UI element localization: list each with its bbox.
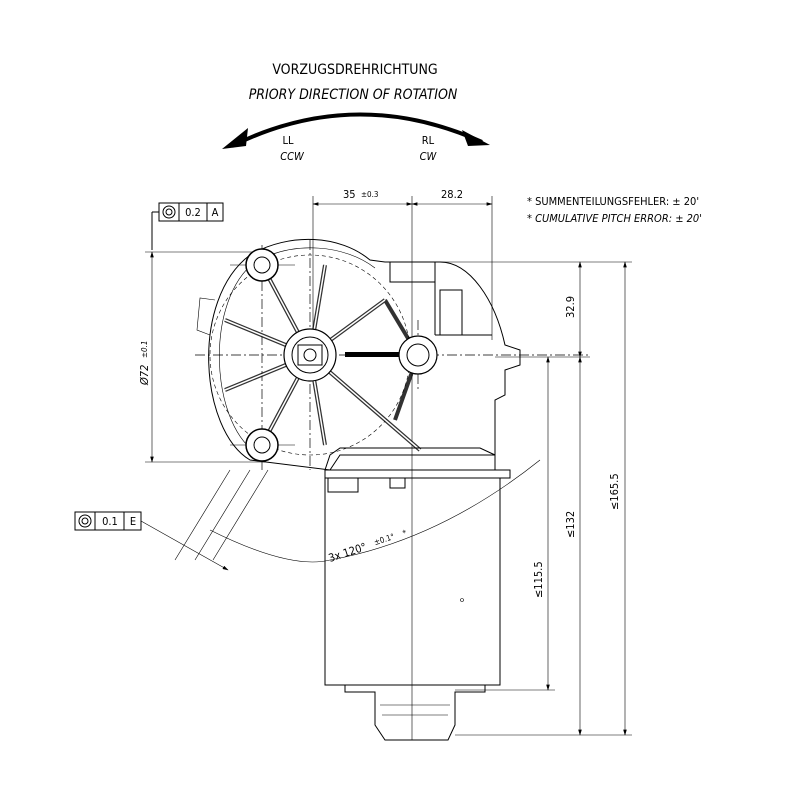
dim-angle: 3x 120° xyxy=(327,540,368,564)
dim-angle-tol: ±0.1° xyxy=(373,532,396,547)
tolerance-value: 0.1 xyxy=(102,515,118,528)
dim-165-5: ≤165.5 xyxy=(608,473,621,510)
rotation-title-de: VORZUGSDREHRICHTUNG xyxy=(272,62,437,78)
concentricity-icon xyxy=(162,205,176,219)
dim-35: 35 xyxy=(343,188,356,201)
cw-label-en: CW xyxy=(420,150,438,163)
dim-d72: Ø72 xyxy=(138,365,151,386)
datum-label: A xyxy=(212,206,219,219)
dim-d72-tol: ±0.1 xyxy=(140,341,149,358)
tolerance-frame-e: 0.1 E xyxy=(74,511,229,571)
cw-label-de: RL xyxy=(422,134,435,147)
ccw-label-de: LL xyxy=(282,134,294,147)
tolerance-value: 0.2 xyxy=(185,206,201,219)
dim-angle-star: * xyxy=(401,528,408,538)
gear-housing xyxy=(196,239,521,493)
motor-body xyxy=(324,477,501,741)
mounting-hole xyxy=(245,428,279,462)
note-de: * SUMMENTEILUNGSFEHLER: ± 20' xyxy=(527,195,699,208)
mounting-hole xyxy=(245,248,279,282)
tolerance-frame-a: 0.2 A xyxy=(151,202,224,250)
datum-label: E xyxy=(130,515,136,528)
ccw-label-en: CCW xyxy=(280,150,305,163)
dim-35-tol: ±0.3 xyxy=(361,190,378,199)
note-en: * CUMULATIVE PITCH ERROR: ± 20' xyxy=(527,212,702,225)
rotation-title-en: PRIORY DIRECTION OF ROTATION xyxy=(249,87,458,103)
dim-28-2: 28.2 xyxy=(441,188,463,201)
dim-115-5: ≤115.5 xyxy=(532,561,545,598)
dim-32-9: 32.9 xyxy=(564,296,577,318)
concentricity-icon xyxy=(78,514,92,528)
rotation-arrow-icon xyxy=(222,112,490,149)
dim-132: ≤132 xyxy=(564,511,577,538)
